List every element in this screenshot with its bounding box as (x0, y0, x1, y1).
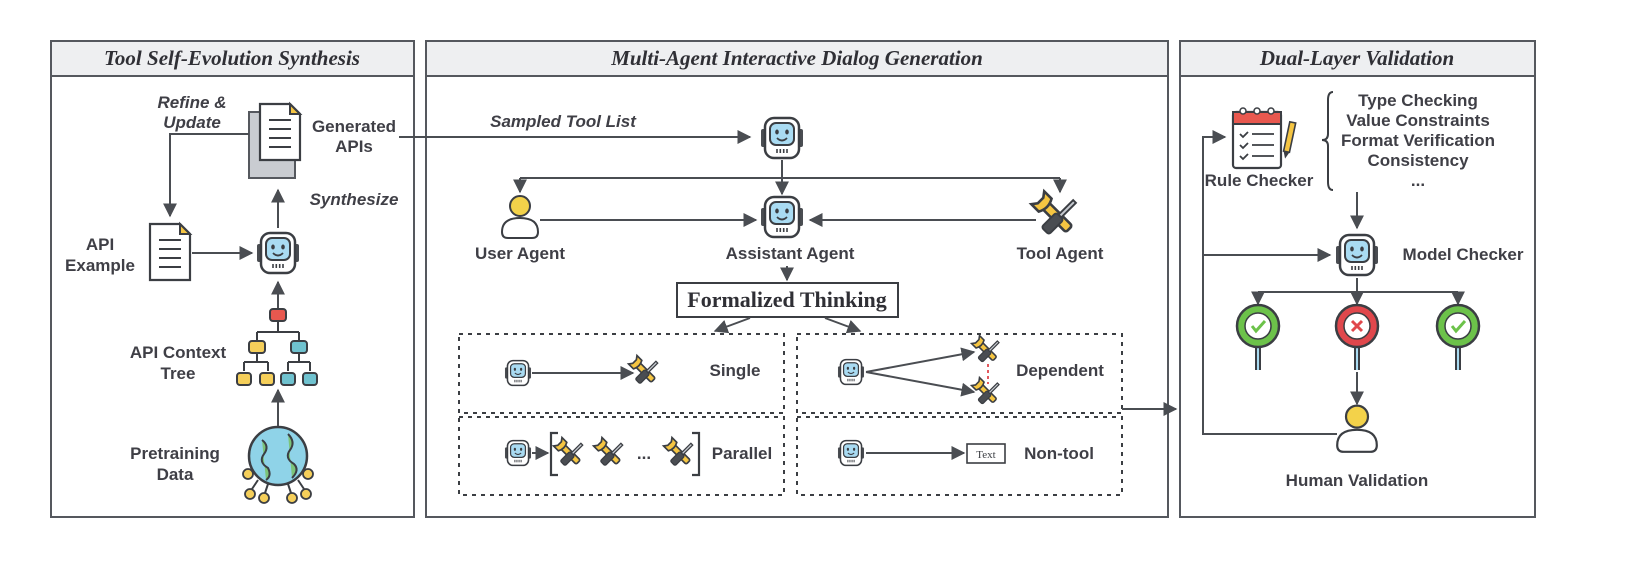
api-example-label-1: API (86, 235, 114, 254)
panel-title-left: Tool Self-Evolution Synthesis (104, 46, 360, 70)
dependent-call-arrow-2 (865, 371, 976, 397)
single-mode-box (458, 333, 785, 414)
to-right-modes-arrow (824, 317, 862, 334)
check-consistency: Consistency (1367, 151, 1469, 170)
api-context-label-2: Tree (161, 364, 196, 383)
clipboard-icon (1231, 107, 1297, 170)
check-ellipsis: ... (1411, 171, 1425, 190)
non-tool-mode-box (796, 416, 1123, 496)
checks-brace (1321, 91, 1334, 191)
text-response-box (966, 443, 1006, 464)
check-value: Value Constraints (1346, 111, 1490, 130)
check-type: Type Checking (1358, 91, 1478, 110)
panel-tool-self-evolution: Tool Self-Evolution Synthesis (50, 40, 415, 518)
non-tool-robot-icon (837, 439, 865, 467)
tool-agent-label: Tool Agent (1017, 244, 1104, 263)
pretraining-label-2: Data (157, 465, 194, 484)
parallel-robot-icon (504, 439, 532, 467)
dependent-mode-box (796, 333, 1123, 414)
single-label: Single (709, 361, 760, 380)
parallel-ellipsis: ... (637, 444, 651, 463)
refine-label-1: Refine & (158, 93, 227, 112)
check-format: Format Verification (1341, 131, 1495, 150)
dependent-call-arrow-1 (865, 347, 976, 373)
feedback-to-rule-arrow (1202, 130, 1337, 435)
model-checker-label: Model Checker (1403, 245, 1524, 264)
rule-checker-label: Rule Checker (1205, 171, 1314, 190)
distribution-line (520, 160, 1060, 179)
assistant-agent-label: Assistant Agent (726, 244, 855, 263)
api-example-doc-icon (148, 222, 192, 282)
pretraining-label-1: Pretraining (130, 444, 220, 463)
text-response-label: Text (976, 449, 995, 461)
dependent-label: Dependent (1016, 361, 1104, 380)
panel-title-right: Dual-Layer Validation (1259, 46, 1454, 70)
refine-arrow (163, 133, 249, 218)
non-tool-label: Non-tool (1024, 444, 1094, 463)
formalized-thinking-box (676, 282, 899, 318)
right-bracket (692, 431, 701, 477)
to-left-modes-arrow (713, 317, 751, 334)
synthesize-label: Synthesize (310, 190, 399, 209)
assistant-agent-icon (759, 195, 805, 239)
parallel-label: Parallel (712, 444, 773, 463)
dependent-robot-icon (837, 358, 865, 386)
generated-apis-label-2: APIs (335, 137, 373, 156)
refine-label-2: Update (163, 113, 221, 132)
sampler-robot-icon (759, 116, 805, 160)
left-bracket (549, 431, 558, 477)
human-validation-label: Human Validation (1286, 471, 1429, 490)
formalized-thinking-label: Formalized Thinking (687, 287, 886, 312)
generated-apis-label-1: Generated (312, 117, 396, 136)
single-robot-icon (504, 359, 532, 387)
api-context-label-1: API Context (130, 343, 227, 362)
synthesizer-robot-icon (255, 231, 301, 275)
user-agent-label: User Agent (475, 244, 565, 263)
parallel-mode-box (458, 416, 785, 496)
api-example-label-2: Example (65, 256, 135, 275)
generated-apis-doc-icon (248, 102, 302, 179)
sampled-tool-list-label: Sampled Tool List (490, 112, 637, 131)
api-context-tree-icon (236, 308, 318, 386)
panel-title-middle: Multi-Agent Interactive Dialog Generatio… (610, 46, 983, 70)
model-checker-robot-icon (1334, 233, 1380, 277)
globe-icon (242, 425, 314, 504)
